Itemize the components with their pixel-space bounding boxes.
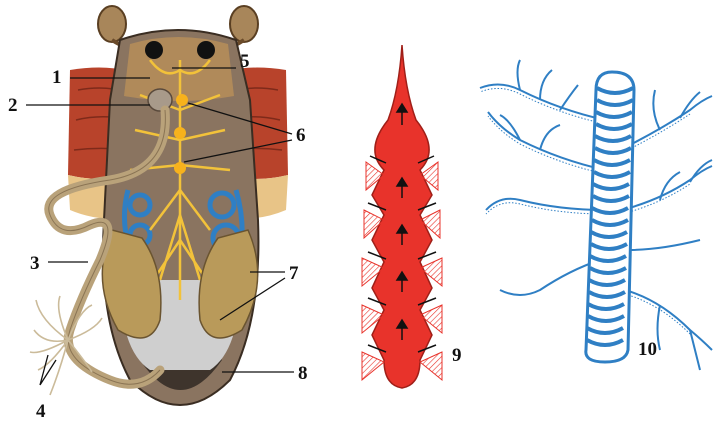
callout-5: 5 [240, 52, 250, 71]
callout-7: 7 [289, 264, 299, 283]
callout-9: 9 [452, 346, 462, 365]
callout-3: 3 [30, 254, 40, 273]
callout-10: 10 [638, 340, 657, 359]
callout-8: 8 [298, 364, 308, 383]
callout-4: 4 [36, 402, 46, 421]
callout-1: 1 [52, 68, 62, 87]
callout-2: 2 [8, 96, 18, 115]
callout-6: 6 [296, 126, 306, 145]
